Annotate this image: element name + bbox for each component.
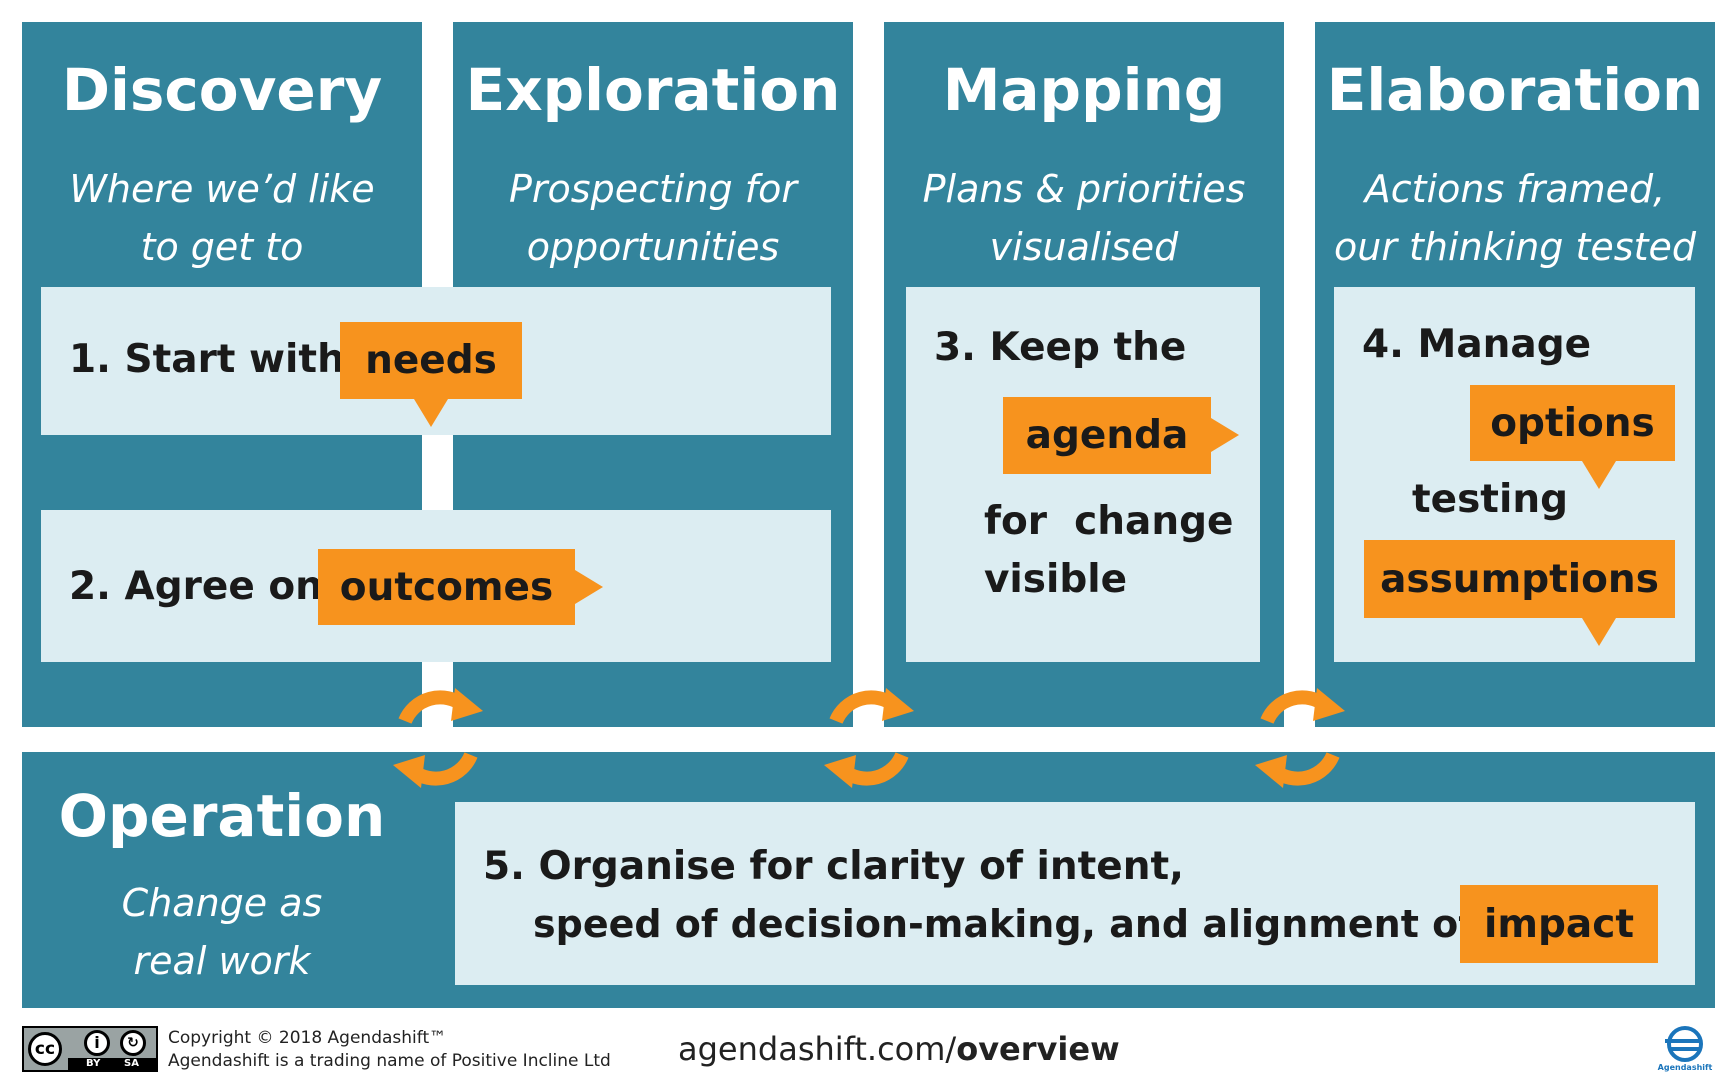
by-sa-strip: BY SA	[68, 1058, 156, 1070]
column-title: Exploration	[465, 56, 841, 124]
logo-icon	[1665, 1026, 1703, 1062]
step-4-box: 4. Manage options testing assumptions	[1334, 287, 1695, 662]
step-5-box: 5. Organise for clarity of intent, speed…	[455, 802, 1695, 985]
pointer-down-icon	[1582, 461, 1616, 489]
cycle-arrows-icon	[1255, 688, 1345, 788]
sa-icon: ↻	[120, 1030, 146, 1056]
step-1-box: 1. Start with needs	[41, 287, 831, 435]
cycle-arrows-icon	[824, 688, 914, 788]
column-title: Discovery	[61, 56, 383, 124]
step-3-box: 3. Keep the agenda for change visible	[906, 287, 1260, 662]
column-title: Elaboration	[1326, 56, 1704, 124]
site-url[interactable]: agendashift.com/overview	[678, 1030, 1120, 1068]
pointer-right-icon	[1211, 418, 1239, 452]
operation-title: Operation	[58, 782, 386, 850]
step-1-label: 1. Start with	[69, 337, 345, 382]
assumptions-tag: assumptions	[1364, 540, 1675, 646]
options-tag: options	[1470, 385, 1675, 489]
step-5-line2: speed of decision-making, and alignment …	[533, 902, 1475, 946]
step-3-label: 3. Keep the	[934, 325, 1187, 370]
agendashift-logo: Agendashift	[1655, 1025, 1715, 1075]
step-5-line1: 5. Organise for clarity of intent,	[483, 844, 1184, 889]
cc-by-sa-badge: cc i ↻ BY SA	[22, 1026, 158, 1072]
impact-tag: impact	[1460, 885, 1658, 963]
step-4-label: 4. Manage	[1362, 322, 1592, 367]
trading-name-text: Agendashift is a trading name of Positiv…	[168, 1051, 611, 1071]
copyright-text: Copyright © 2018 Agendashift™	[168, 1028, 447, 1048]
pointer-right-icon	[575, 570, 603, 604]
column-title: Mapping	[942, 56, 1226, 124]
needs-tag: needs	[340, 322, 522, 427]
step-4-middle: testing	[1412, 477, 1568, 522]
step-3-line3: visible	[984, 557, 1128, 602]
agenda-tag: agenda	[1003, 397, 1239, 474]
step-3-line2: for change	[984, 499, 1234, 544]
cycle-arrows-icon	[393, 688, 483, 788]
cc-icon: cc	[28, 1032, 62, 1066]
step-2-box: 2. Agree on outcomes	[41, 510, 831, 662]
pointer-down-icon	[1582, 618, 1616, 646]
logo-text: Agendashift	[1657, 1063, 1713, 1072]
outcomes-tag: outcomes	[318, 549, 603, 625]
column-subtitle: Actions framed,our thinking tested	[1334, 167, 1696, 269]
pointer-down-icon	[414, 399, 448, 427]
by-icon: i	[84, 1030, 110, 1056]
step-2-label: 2. Agree on	[69, 564, 323, 609]
